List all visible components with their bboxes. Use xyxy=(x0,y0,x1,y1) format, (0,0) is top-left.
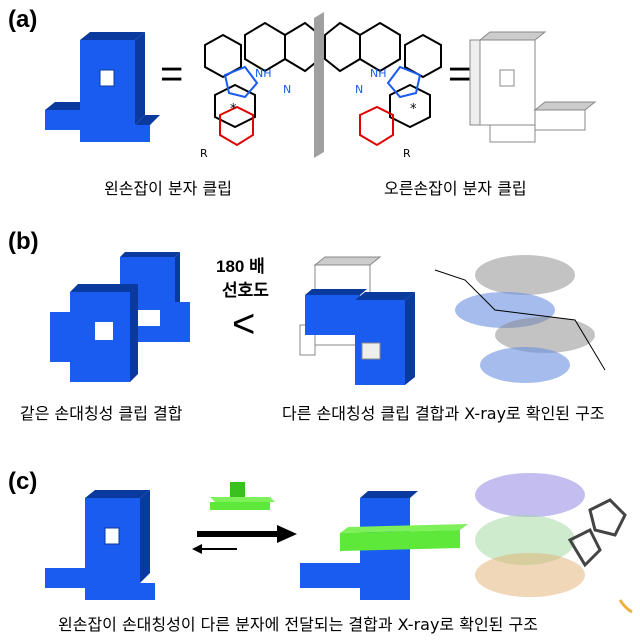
panel-label-c: (c) xyxy=(8,468,38,495)
svg-text:R: R xyxy=(403,147,411,160)
left-handed-chemical-structure: NH N * R xyxy=(200,21,321,160)
svg-text:NH: NH xyxy=(370,67,387,80)
clip-with-guest-complex xyxy=(300,491,468,600)
nh-label: NH xyxy=(255,67,272,80)
equals-sign-left: = xyxy=(160,52,184,96)
heterochiral-caption: 다른 손대칭성 클립 결합과 X-ray로 확인된 구조 xyxy=(282,404,605,423)
homochiral-clip-dimer xyxy=(50,252,190,382)
left-handed-caption: 왼손잡이 분자 클립 xyxy=(104,179,232,198)
left-handed-clip-block-c xyxy=(45,490,155,600)
n-label: N xyxy=(283,83,291,96)
preference-value: 180 배 xyxy=(216,257,265,276)
equals-sign-right: = xyxy=(448,52,472,96)
equilibrium-arrows xyxy=(192,525,297,554)
xray-structure-c xyxy=(475,473,633,614)
right-handed-clip-block xyxy=(469,31,597,143)
mirror-plane xyxy=(314,12,324,158)
less-than-sign: < xyxy=(232,302,256,346)
preference-label: 선호도 xyxy=(222,281,269,301)
svg-text:*: * xyxy=(410,102,417,117)
heterochiral-clip-dimer xyxy=(299,256,415,385)
left-handed-clip-block xyxy=(45,32,160,142)
guest-molecule-green xyxy=(210,482,275,510)
panel-label-b: (b) xyxy=(8,228,39,255)
homochiral-caption: 같은 손대칭성 클립 결합 xyxy=(20,404,183,423)
transfer-caption: 왼손잡이 손대칭성이 다른 분자에 전달되는 결합과 X-ray로 확인된 구조 xyxy=(58,615,538,634)
stereocenter-star: * xyxy=(230,102,237,117)
right-handed-chemical-structure: NH N * R xyxy=(324,21,442,160)
right-handed-caption: 오른손잡이 분자 클립 xyxy=(384,179,527,198)
r-label: R xyxy=(200,147,208,160)
svg-text:N: N xyxy=(355,83,363,96)
xray-structure-b xyxy=(434,255,606,383)
panel-label-a: (a) xyxy=(8,6,38,33)
